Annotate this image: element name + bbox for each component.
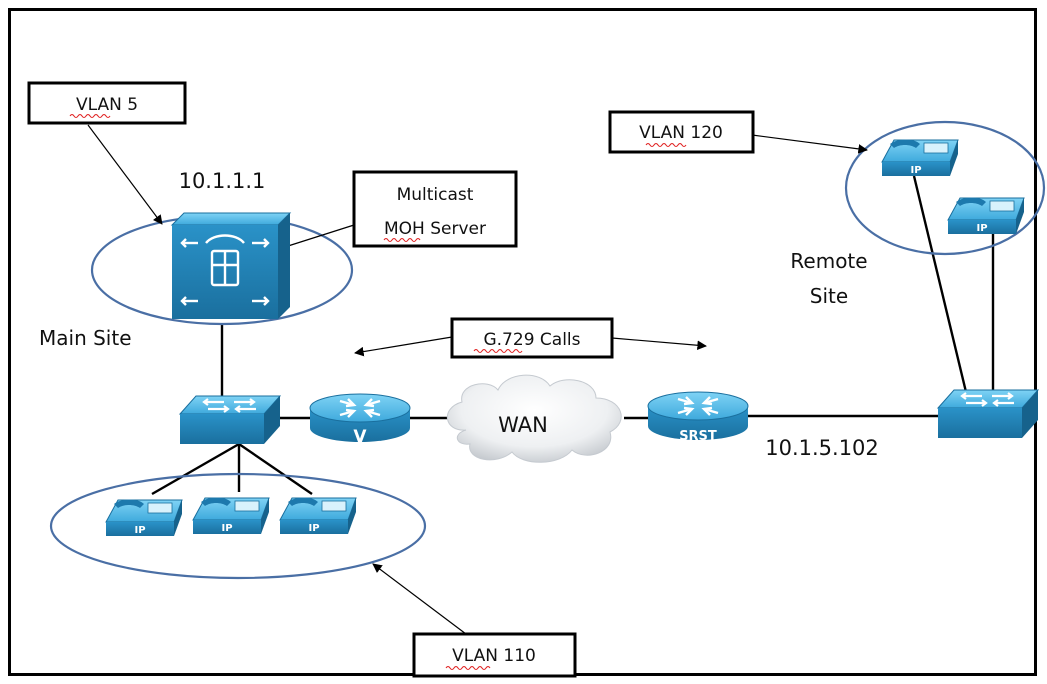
voice-router-icon: V (308, 392, 412, 447)
moh-server-box: Multicast MOH Server (352, 170, 518, 248)
moh-line2-label: MOH Server (384, 219, 486, 239)
phones-vlan110-ellipse (49, 472, 427, 580)
remote-site-ellipse (844, 120, 1046, 256)
link-remote-switch-phone-a (912, 175, 968, 393)
moh-line1-label: Multicast (397, 185, 474, 205)
vlan5-pointer-arrow (87, 124, 163, 225)
ip-phone-icon (105, 499, 183, 537)
links (151, 175, 995, 496)
main-switch-icon (178, 394, 282, 446)
srst-label: SRST (679, 429, 717, 444)
moh-server-icon (170, 212, 292, 319)
g729-arrow-left (354, 336, 453, 357)
vlan5-box: VLAN 5 (27, 81, 187, 125)
wan-label: WAN (498, 413, 548, 437)
router-v-label: V (353, 427, 367, 447)
vlan110-pointer-arrow (372, 563, 467, 635)
ip-phone-icon (279, 497, 357, 535)
remote-switch-icon (936, 388, 1040, 440)
ip-phone-icon (881, 139, 959, 177)
vlan120-label: VLAN 120 (639, 123, 723, 143)
g729-arrow-right (611, 337, 707, 351)
main-site-label: Main Site (39, 326, 132, 350)
remote-ip-label: 10.1.5.102 (765, 436, 879, 460)
link-switch-phone-a (151, 442, 240, 496)
vlan110-label: VLAN 110 (452, 646, 536, 666)
link-switch-phone-c (238, 443, 313, 495)
ip-phone-icon (947, 197, 1025, 235)
g729-label: G.729 Calls (483, 330, 580, 350)
moh-server-pointer-line (287, 224, 355, 247)
remote-site-label-line2: Site (810, 284, 848, 308)
moh-ip-label: 10.1.1.1 (179, 169, 266, 193)
srst-router-icon: SRST (646, 390, 750, 444)
vlan5-label: VLAN 5 (76, 95, 138, 115)
vlan110-box: VLAN 110 (412, 632, 577, 678)
vlan120-box: VLAN 120 (608, 110, 755, 154)
wan-cloud-icon (446, 374, 622, 463)
ip-phone-icon (192, 497, 270, 535)
remote-site-label-line1: Remote (790, 249, 867, 273)
vlan120-pointer-arrow (751, 134, 868, 154)
g729-box: G.729 Calls (450, 317, 614, 359)
